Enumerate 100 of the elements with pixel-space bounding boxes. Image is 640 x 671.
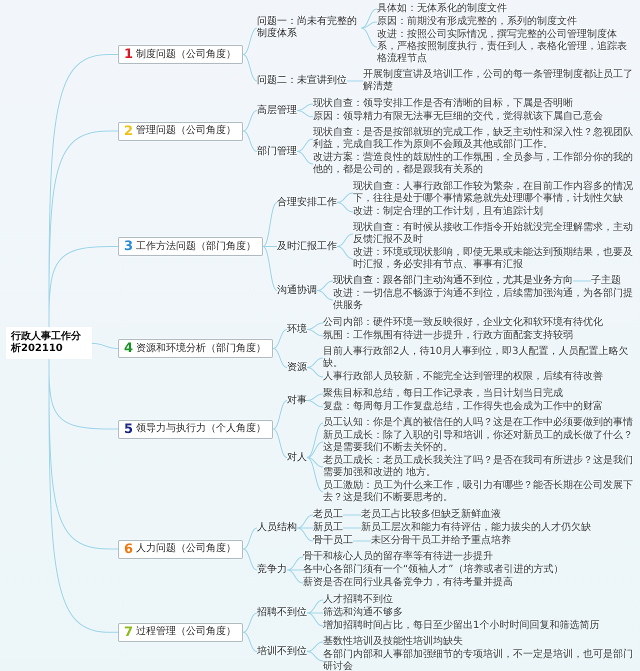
subtopic-text: 问题一：尚未有完整的制度体系 — [257, 16, 362, 40]
connector-line — [306, 642, 324, 652]
connector-line — [342, 514, 362, 516]
connector-line — [306, 422, 324, 458]
subtopic-text: 新员工 — [313, 522, 344, 534]
connector-line — [306, 457, 324, 468]
main-topic — [118, 420, 274, 438]
connector-line — [286, 556, 304, 570]
connector-line — [242, 130, 258, 152]
subtopic-text: 现状自查：有时候从接收工作指令开始就没完全理解需求，主动反馈汇报不及时 — [353, 222, 636, 246]
main-topic — [118, 540, 244, 558]
connector-line — [296, 104, 314, 111]
subtopic-text: 人事行政部人员较新，不能完全达到管理的权限，后续有待改善 — [323, 371, 604, 383]
subtopic-text: 未区分骨干员工并给予重点培养 — [371, 535, 512, 547]
subtopic-text: 改进：环境或现状影响，即使无果或未能达到预期结果，也要及时汇报，务必安排有节点、事事有汇报 — [353, 247, 636, 271]
connector-line — [336, 246, 354, 260]
subtopic-text: 改进：一切信息不畅源于沟通不到位，后续需加强沟通，为各部门提供服务 — [333, 288, 636, 312]
main-topic — [118, 122, 244, 140]
subtopic-text: 人才招聘不到位 — [323, 594, 394, 606]
subtopic-text: 沟通协调 — [277, 284, 318, 296]
subtopic-text: 环境 — [287, 324, 308, 336]
subtopic-text: 目前人事行政部2人，待10月人事到位，即3人配置，人员配置上略欠缺。 — [323, 346, 636, 370]
subtopic-text: 现状自查：人事行政部工作较为繁杂，在目前工作内容多的情况下，往往是处于哪个事情紧急就先处理哪个事情，计划性欠缺 — [353, 181, 636, 205]
topic-number: 6 — [124, 542, 134, 556]
subtopic-text: 原因：前期没有形成完整的，系列的制度文件 — [377, 16, 578, 28]
connector-line — [360, 28, 378, 48]
subtopic-text: 骨干员工 — [313, 535, 354, 547]
connector-line — [306, 457, 324, 492]
subtopic-text: 部门管理 — [257, 146, 298, 158]
connector-line — [336, 234, 354, 247]
subtopic-text: 原因：领导精力有限无法事无巨细的交代，觉得就该下属自己意会 — [313, 111, 604, 123]
topic-number: 3 — [124, 240, 134, 253]
connector-line — [286, 570, 304, 584]
connector-line — [336, 192, 354, 203]
subtopic-text: 新员工成长：除了入职的引导和培训，你还对新员工的成长做了什么？这是需要我们不断去关怀的。 — [323, 430, 636, 454]
subtopic-text: 各中心各部门须有一个“领袖人才”（培养或者引进的方式） — [303, 564, 564, 576]
subtopic-text: 现状自查：领导安排工作是否有清晰的目标，下属是否明晰 — [313, 98, 574, 110]
connector-line — [242, 528, 258, 550]
topic-number: 1 — [124, 48, 134, 61]
connector-line — [296, 528, 314, 542]
subtopic-text: 氛围：工作氛围有待进一步提升，行政方面配套支持较弱 — [323, 330, 574, 342]
subtopic-text: 聚焦目标和总结，每日工作记录表，当日计划当日完成 — [323, 388, 564, 400]
subtopic-text: 高层管理 — [257, 104, 298, 116]
subtopic-text: 开展制度宣讲及培训工作，公司的每一条管理制度都让员工了解清楚 — [363, 69, 636, 93]
connector-line — [360, 22, 378, 28]
topic-number: 4 — [124, 342, 134, 355]
subtopic-text: 改进：制定合理的工作计划，且有追踪计划 — [353, 206, 544, 218]
connector-line — [272, 348, 288, 368]
connector-line — [272, 329, 288, 349]
subtopic-text: 及时汇报工作 — [277, 240, 338, 252]
connector-line — [296, 514, 314, 528]
connector-line — [352, 540, 372, 542]
connector-line — [572, 280, 592, 282]
connector-line — [242, 612, 258, 633]
subtopic-text: 公司内部：硬件环境一致反映很好，企业文化和软环境有待优化 — [323, 317, 604, 329]
topic-title: 资源和环境分析（部门角度） — [136, 342, 266, 354]
subtopic-text: 老员工占比较多但缺乏新鲜血液 — [361, 509, 502, 521]
connector-line — [306, 358, 324, 368]
topic-title: 制度问题（公司角度） — [136, 48, 236, 60]
connector-line — [346, 80, 364, 82]
subtopic-text: 现状自查：跟各部门主动沟通不到位，尤其是业务方向 — [333, 275, 574, 287]
topic-number: 7 — [124, 626, 134, 639]
subtopic-text: 薪资是否在同行业具备竞争力，有待考量并提高 — [303, 577, 514, 589]
connector-line — [242, 54, 258, 82]
topic-title: 工作方法问题（部门角度） — [136, 240, 256, 252]
connector-line — [242, 548, 258, 570]
subtopic-text: 筛选和沟通不够多 — [323, 607, 404, 619]
subtopic-text: 现状自查：是否是按部就班的完成工作，缺乏主动性和深入性？忽视团队利益，完成自我工作为原则不会顾及其他或部门工作。 — [313, 127, 636, 151]
subtopic-text: 老员工 — [313, 509, 344, 521]
connector-line — [242, 632, 258, 652]
subtopic-text: 改进：按照公司实际情况，撰写完整的公司管理制度体系，严格按照制度执行，责任到人，表格化管理，追踪表格流程节点 — [377, 29, 636, 65]
main-topic — [118, 237, 264, 256]
topic-title: 过程管理（公司角度） — [136, 626, 236, 638]
connector-line — [272, 400, 288, 430]
connector-line — [262, 246, 278, 291]
subtopic-text: 各部门内部和人事部加强细节的专项培训，不一定是培训，也可是部门研讨会 — [323, 649, 636, 671]
subtopic-text: 对人 — [287, 452, 308, 464]
connector-line — [306, 329, 324, 336]
subtopic-text: 员工激励：员工为什么来工作，吸引力有哪些？能否长期在公司发展下去？这是我们不断要思考的。 — [323, 480, 636, 504]
subtopic-text: 新员工层次和能力有待评估，能力拔尖的人才仍欠缺 — [361, 522, 592, 534]
connector-line — [48, 246, 118, 328]
subtopic-text: 子主题 — [591, 275, 622, 287]
connector-line — [316, 280, 334, 291]
connector-line — [306, 600, 324, 614]
connector-line — [306, 442, 324, 458]
connector-line — [296, 110, 314, 118]
main-topic — [118, 339, 274, 358]
subtopic-text: 员工认知：你是个真的被信任的人吗？这是在工作中必须要做到的事情 — [323, 417, 634, 429]
subtopic-text: 基数性培训及技能性培训均缺失 — [323, 636, 464, 648]
connector-line — [316, 290, 334, 300]
topic-title: 领导力与执行力（个人角度） — [136, 423, 266, 435]
subtopic-text: 改进方案：营造良性的鼓励性的工作氛围，全员参与，工作部分你的我的他的，都是公司的，都是跟我有关系的 — [313, 152, 636, 176]
connector-line — [262, 246, 278, 247]
connector-line — [306, 322, 324, 330]
connector-line — [242, 28, 258, 55]
subtopic-text: 合理安排工作 — [277, 196, 338, 208]
central-topic: 行政人事工作分析202110 — [6, 327, 92, 360]
subtopic-text: 骨干和核心人员的留存率等有待进一步提升 — [303, 551, 494, 563]
connector-line — [296, 151, 314, 164]
subtopic-text: 人员结构 — [257, 522, 298, 534]
